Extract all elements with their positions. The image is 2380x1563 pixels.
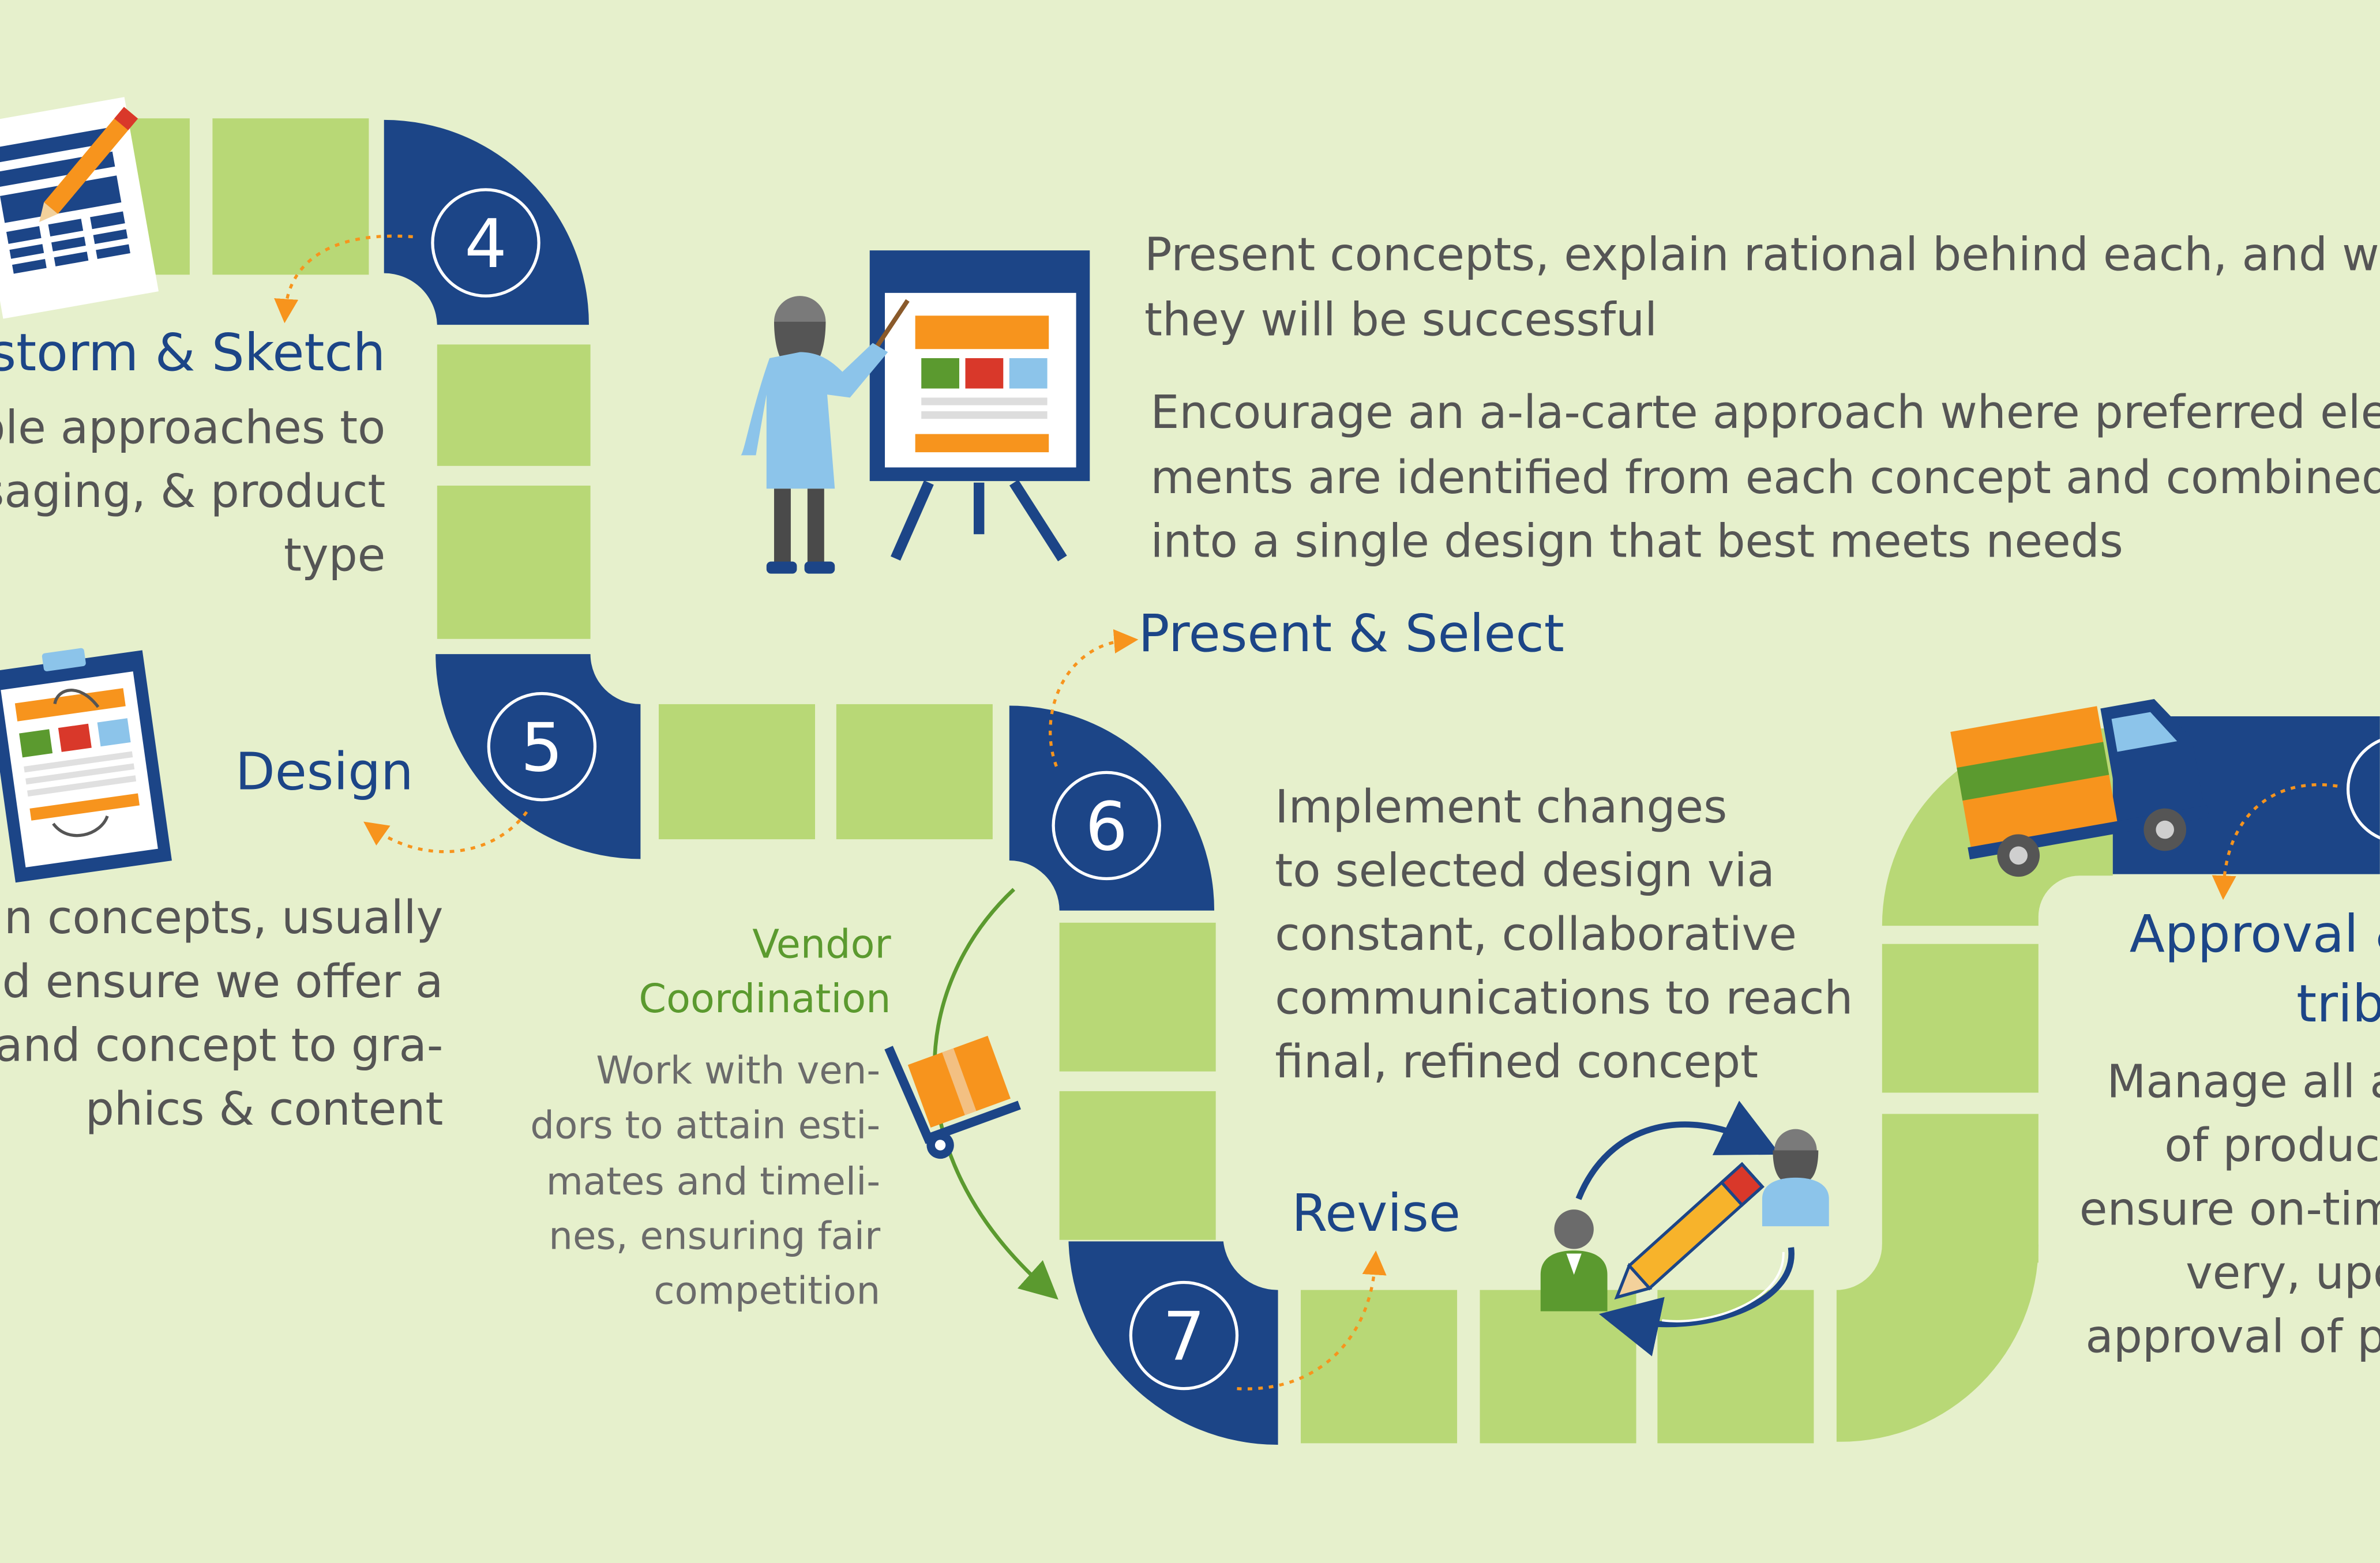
step-5-description: gn concepts, usually nd ensure we offer … bbox=[0, 888, 443, 1143]
step-7-description: Implement changes to selected design via… bbox=[1275, 777, 1853, 1096]
step-8-circle bbox=[2347, 739, 2380, 840]
description-line: ensure on-tim bbox=[2079, 1183, 2380, 1237]
clipboard-layout-icon bbox=[0, 648, 172, 883]
title-line: Approval & bbox=[2129, 904, 2380, 965]
track-square bbox=[212, 118, 369, 275]
description-line: Present concepts, explain rational behin… bbox=[1144, 229, 2380, 283]
step-7-circle bbox=[1129, 1280, 1239, 1391]
step-4-circle bbox=[431, 188, 540, 298]
step-6-description: Present concepts, explain rational behin… bbox=[1144, 224, 2380, 354]
description-line: Implement changes bbox=[1275, 782, 1728, 835]
connector-arrow-5 bbox=[363, 811, 528, 854]
step-4-title: storm & Sketch bbox=[0, 323, 386, 384]
description-line: gn concepts, usually bbox=[0, 892, 444, 946]
description-line: communications to reach bbox=[1275, 972, 1853, 1026]
description-line: type bbox=[283, 529, 386, 583]
step-7-title: Revise bbox=[1292, 1183, 1461, 1245]
title-line: Coordination bbox=[639, 977, 891, 1023]
delivery-truck-icon bbox=[1950, 699, 2209, 877]
track-square bbox=[1882, 1114, 2039, 1263]
step-5-number: 5 bbox=[521, 710, 564, 787]
track-corner-light bbox=[1836, 1244, 2039, 1442]
description-line: final, refined concept bbox=[1275, 1036, 1759, 1090]
description-line: very, upo bbox=[2186, 1247, 2380, 1301]
track-square bbox=[836, 704, 993, 840]
description-line: ments are identified from each concept a… bbox=[1150, 452, 2380, 505]
description-line: constant, collaborative bbox=[1275, 909, 1797, 963]
track-corner-dark-5 bbox=[436, 654, 641, 859]
step-5-title: Design bbox=[235, 742, 414, 803]
step-8-description: Manage all a of produc ensure on-tim ver… bbox=[2079, 1051, 2380, 1370]
connector-arrow-4 bbox=[274, 234, 413, 324]
step-8-title: Approval & trib bbox=[2130, 901, 2380, 1041]
connector-arrow-6 bbox=[1049, 629, 1139, 767]
description-line: phics & content bbox=[85, 1083, 444, 1137]
track-square bbox=[1480, 1290, 1636, 1444]
title-line: Vendor bbox=[752, 922, 891, 968]
track-square bbox=[1301, 1290, 1458, 1444]
step-5-circle bbox=[487, 692, 597, 802]
description-line: mates and timeli- bbox=[546, 1158, 881, 1203]
description-line: they will be successful bbox=[1144, 294, 1658, 347]
vendor-description: Work with ven- dors to attain esti- mate… bbox=[530, 1044, 880, 1319]
description-line: dors to attain esti- bbox=[530, 1103, 881, 1148]
description-line: nes, ensuring fair bbox=[549, 1213, 881, 1258]
track-square bbox=[658, 704, 816, 840]
track-square bbox=[437, 486, 591, 639]
description-line: nd ensure we offer a bbox=[0, 956, 444, 1009]
track-corner-dark-7 bbox=[1068, 1241, 1278, 1445]
description-line: competition bbox=[654, 1268, 881, 1313]
step-6-number: 6 bbox=[1085, 789, 1128, 866]
step-7-number: 7 bbox=[1163, 1299, 1206, 1376]
description-line: to selected design via bbox=[1275, 845, 1775, 899]
description-line: ble approaches to bbox=[0, 402, 386, 456]
description-line: into a single design that best meets nee… bbox=[1150, 516, 2123, 570]
wireframe-sketch-icon bbox=[0, 97, 159, 319]
description-line: Encourage an a-la-carte approach where p… bbox=[1150, 386, 2380, 441]
connector-arrow-8 bbox=[2212, 783, 2338, 900]
description-line: of produc bbox=[2164, 1119, 2380, 1173]
description-line: approval of p bbox=[2085, 1311, 2380, 1365]
step-6-circle bbox=[1052, 771, 1161, 881]
step-6-description-2: Encourage an a-la-carte approach where p… bbox=[1151, 382, 2380, 576]
track-square bbox=[1882, 944, 2039, 1093]
step-4-number: 4 bbox=[464, 206, 507, 283]
track-corner-dark-6 bbox=[1009, 705, 1215, 911]
track-square bbox=[1059, 1091, 1216, 1240]
description-line: Work with ven- bbox=[596, 1049, 881, 1093]
vendor-title: Vendor Coordination bbox=[639, 920, 891, 1029]
title-line: trib bbox=[2296, 974, 2380, 1035]
step-4-description: ble approaches to saging, & product type bbox=[0, 397, 385, 589]
collaboration-pencil-icon bbox=[1540, 1100, 1829, 1357]
track-square bbox=[437, 344, 591, 466]
description-line: Manage all a bbox=[2107, 1056, 2380, 1110]
track-light-squares bbox=[33, 118, 2039, 1444]
track-square bbox=[1059, 922, 1216, 1072]
connector-arrow-7 bbox=[1237, 1250, 1387, 1391]
description-line: and concept to gra- bbox=[0, 1020, 444, 1073]
step-6-title: Present & Select bbox=[1138, 604, 1564, 665]
track-corner-dark-4 bbox=[384, 119, 589, 325]
presenter-easel-icon bbox=[741, 250, 1090, 574]
description-line: saging, & product bbox=[0, 465, 386, 519]
hand-truck-box-icon bbox=[884, 1035, 1021, 1159]
